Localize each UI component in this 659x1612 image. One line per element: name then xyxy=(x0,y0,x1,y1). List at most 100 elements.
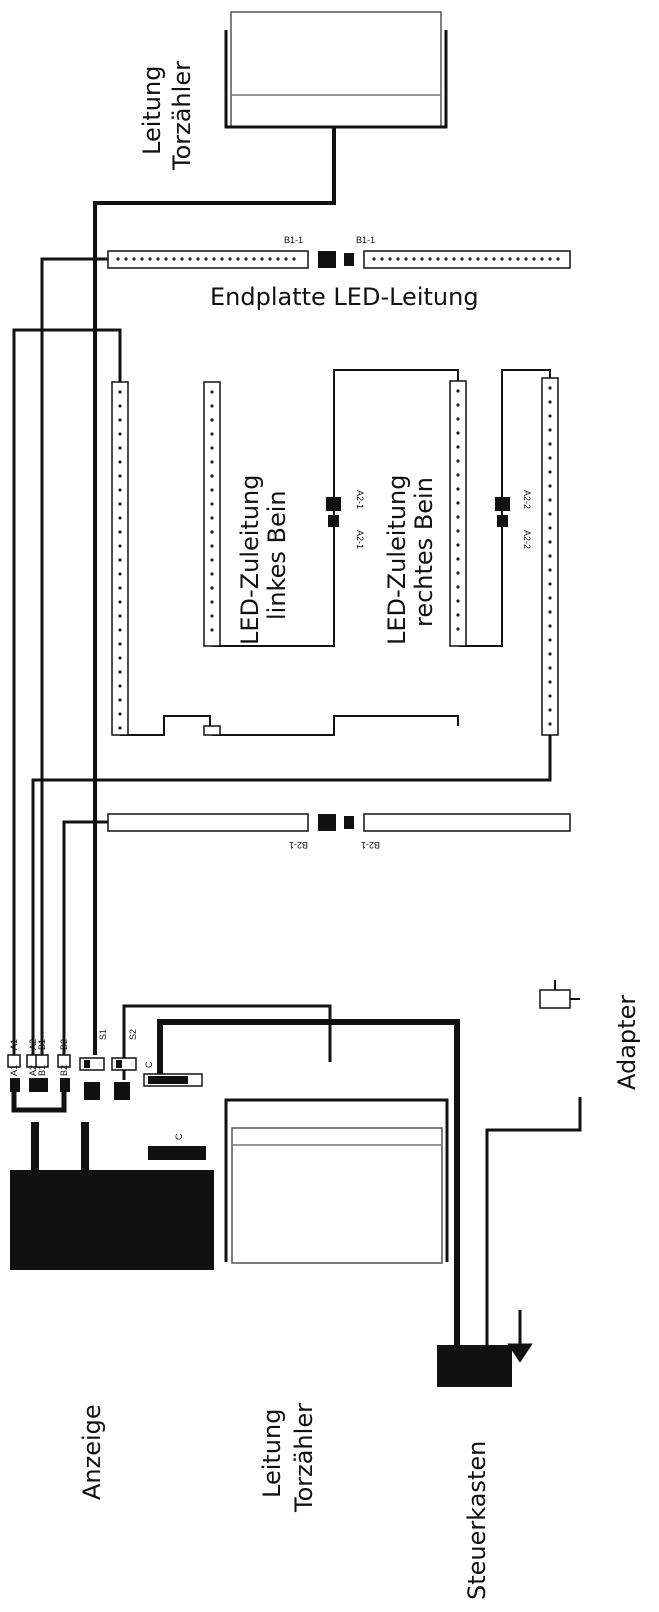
led-dot xyxy=(284,257,288,261)
torzaehler-bottom xyxy=(224,1098,449,1264)
led-dot xyxy=(118,670,122,674)
led-dot xyxy=(116,257,120,261)
led-dot xyxy=(118,516,122,520)
led-dot xyxy=(492,257,496,261)
label-led-zuleitung-rechts-top-1: LED-Zuleitung xyxy=(383,475,411,646)
led-dot xyxy=(156,257,160,261)
led-dot xyxy=(118,712,122,716)
led-dot xyxy=(172,257,176,261)
led-dot xyxy=(456,515,460,519)
led-dot xyxy=(180,257,184,261)
led-dot xyxy=(204,257,208,261)
led-dot xyxy=(548,386,552,390)
led-dot xyxy=(210,432,214,436)
label-b1-1-left: B1-1 xyxy=(284,235,303,245)
led-dot xyxy=(118,446,122,450)
led-dot xyxy=(540,257,544,261)
led-dot xyxy=(210,600,214,604)
led-dot xyxy=(210,404,214,408)
led-dot xyxy=(118,642,122,646)
led-dot xyxy=(548,652,552,656)
b2-strip-left xyxy=(107,813,309,832)
port-label-inner: A2 xyxy=(28,1065,38,1076)
steuerkasten-box xyxy=(437,1345,512,1387)
led-dot xyxy=(436,257,440,261)
label-a2-1-top: A2-1 xyxy=(355,490,365,509)
led-dot xyxy=(456,445,460,449)
anzeige-box xyxy=(10,1170,214,1270)
led-dot xyxy=(210,418,214,422)
led-dot xyxy=(118,418,122,422)
label-b2-1-right: B2-1 xyxy=(361,840,380,850)
led-dot xyxy=(456,501,460,505)
led-dot xyxy=(210,488,214,492)
led-dot xyxy=(548,400,552,404)
led-dot xyxy=(210,586,214,590)
led-dot xyxy=(118,404,122,408)
label-led-zuleitung-rechts-top-2: rechtes Bein xyxy=(410,477,438,627)
led-dot xyxy=(556,257,560,261)
led-dot xyxy=(118,432,122,436)
port-label-outer: B2 xyxy=(59,1039,69,1050)
label-c-big: C xyxy=(174,1133,184,1140)
led-dot xyxy=(548,257,552,261)
led-dot xyxy=(210,544,214,548)
led-dot xyxy=(548,554,552,558)
led-dot xyxy=(118,656,122,660)
led-dot xyxy=(244,257,248,261)
led-dot xyxy=(236,257,240,261)
port-header xyxy=(35,1054,49,1068)
led-dot xyxy=(210,460,214,464)
led-dot xyxy=(456,431,460,435)
led-dot xyxy=(210,446,214,450)
led-dot xyxy=(456,529,460,533)
ports-s: S1 S2 S1 S2 xyxy=(79,1029,138,1100)
led-dot xyxy=(548,470,552,474)
endplatte-strip-left xyxy=(107,250,309,269)
led-dot xyxy=(548,610,552,614)
led-dot xyxy=(456,459,460,463)
led-dot xyxy=(292,257,296,261)
led-dot xyxy=(118,488,122,492)
label-s1-outer: S1 xyxy=(98,1029,108,1040)
led-dot xyxy=(196,257,200,261)
led-dot xyxy=(456,417,460,421)
led-dot xyxy=(118,600,122,604)
label-a2-1-bottom: A2-1 xyxy=(355,530,365,549)
led-dot xyxy=(508,257,512,261)
led-dot xyxy=(388,257,392,261)
led-dot xyxy=(548,708,552,712)
port-plug xyxy=(38,1078,48,1092)
led-dot xyxy=(548,624,552,628)
b2-strip-right xyxy=(363,813,571,832)
endplatte-strip-right xyxy=(363,250,571,269)
connector-b1-1-left xyxy=(318,251,336,268)
port-label-outer: A2 xyxy=(28,1039,38,1050)
led-dot xyxy=(548,428,552,432)
label-led-zuleitung-links-top-1: LED-Zuleitung xyxy=(236,475,264,646)
led-dot xyxy=(524,257,528,261)
led-dot xyxy=(118,474,122,478)
label-a2-2-bottom: A2-2 xyxy=(522,530,532,549)
led-dot xyxy=(188,257,192,261)
led-dot xyxy=(118,558,122,562)
connector-a2-2 xyxy=(495,497,510,527)
wiring xyxy=(12,127,582,1375)
led-dot xyxy=(548,442,552,446)
port-label-inner: B2 xyxy=(59,1065,69,1076)
port-bus xyxy=(11,1092,67,1113)
led-dot xyxy=(210,558,214,562)
led-dot xyxy=(460,257,464,261)
led-dot xyxy=(220,257,224,261)
port-header xyxy=(57,1054,71,1068)
led-dot xyxy=(548,484,552,488)
led-dot xyxy=(548,456,552,460)
led-dot xyxy=(210,628,214,632)
led-dot xyxy=(456,613,460,617)
led-dot xyxy=(118,586,122,590)
led-dot xyxy=(210,530,214,534)
led-dot xyxy=(118,530,122,534)
label-s2-outer: S2 xyxy=(128,1029,138,1040)
led-dot xyxy=(548,512,552,516)
